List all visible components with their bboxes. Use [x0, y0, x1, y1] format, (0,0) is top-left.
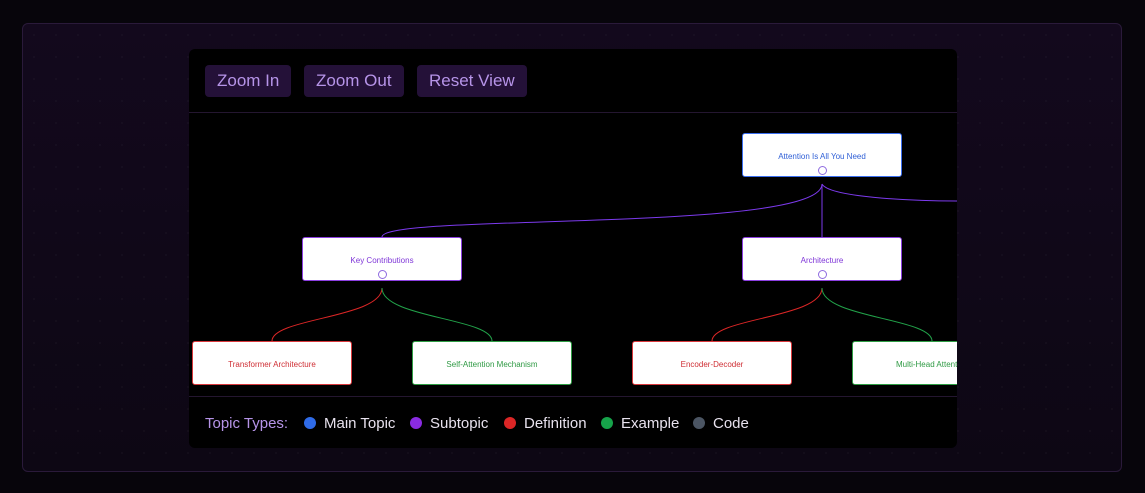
mindmap-edges — [271, 183, 957, 342]
legend-label: Code — [713, 415, 749, 432]
node-transformer-architecture-label: Transformer Architecture — [228, 360, 316, 369]
mindmap-panel: Zoom In Zoom Out Reset View Attention Is… — [189, 49, 957, 448]
reset-view-button[interactable]: Reset View — [417, 65, 527, 97]
legend: Topic Types: Main Topic Subtopic Definit… — [189, 396, 957, 448]
toolbar: Zoom In Zoom Out Reset View — [189, 49, 957, 113]
collapse-toggle-icon[interactable] — [818, 270, 827, 279]
collapse-toggle-icon[interactable] — [378, 270, 387, 279]
edge-arch-encoder — [711, 287, 823, 342]
legend-item-example: Example — [601, 415, 679, 432]
subtopic-dot-icon — [410, 417, 422, 429]
example-dot-icon — [601, 417, 613, 429]
legend-title: Topic Types: — [205, 415, 289, 432]
legend-label: Subtopic — [430, 415, 489, 432]
node-root-label: Attention Is All You Need — [778, 152, 866, 161]
edge-key-selfattention — [381, 287, 493, 342]
node-root[interactable]: Attention Is All You Need — [742, 133, 902, 177]
node-multi-head-attention-label: Multi-Head Attention — [895, 360, 957, 369]
edge-root-key-contributions — [381, 183, 823, 238]
edge-key-transformer — [271, 287, 383, 342]
node-key-contributions-label: Key Contributions — [350, 256, 414, 265]
main-topic-dot-icon — [304, 417, 316, 429]
edge-arch-multihead — [821, 287, 933, 342]
node-architecture[interactable]: Architecture — [742, 237, 902, 281]
node-encoder-decoder[interactable]: Encoder-Decoder — [632, 341, 792, 385]
collapse-toggle-icon[interactable] — [818, 166, 827, 175]
node-multi-head-attention[interactable]: Multi-Head Attention — [852, 341, 957, 385]
legend-item-main-topic: Main Topic — [304, 415, 395, 432]
node-self-attention-mechanism[interactable]: Self-Attention Mechanism — [412, 341, 572, 385]
legend-item-code: Code — [693, 415, 749, 432]
zoom-out-button[interactable]: Zoom Out — [304, 65, 404, 97]
edge-root-offscreen — [821, 183, 957, 202]
mindmap-canvas[interactable]: Attention Is All You Need Key Contributi… — [189, 113, 957, 396]
zoom-in-button[interactable]: Zoom In — [205, 65, 292, 97]
legend-item-subtopic: Subtopic — [410, 415, 488, 432]
legend-item-definition: Definition — [504, 415, 587, 432]
legend-label: Example — [621, 415, 680, 432]
node-transformer-architecture[interactable]: Transformer Architecture — [192, 341, 352, 385]
definition-dot-icon — [504, 417, 516, 429]
code-dot-icon — [693, 417, 705, 429]
node-key-contributions[interactable]: Key Contributions — [302, 237, 462, 281]
legend-label: Definition — [524, 415, 587, 432]
node-encoder-decoder-label: Encoder-Decoder — [680, 360, 744, 369]
legend-label: Main Topic — [324, 415, 396, 432]
node-architecture-label: Architecture — [800, 256, 844, 265]
node-self-attention-mechanism-label: Self-Attention Mechanism — [446, 360, 538, 369]
